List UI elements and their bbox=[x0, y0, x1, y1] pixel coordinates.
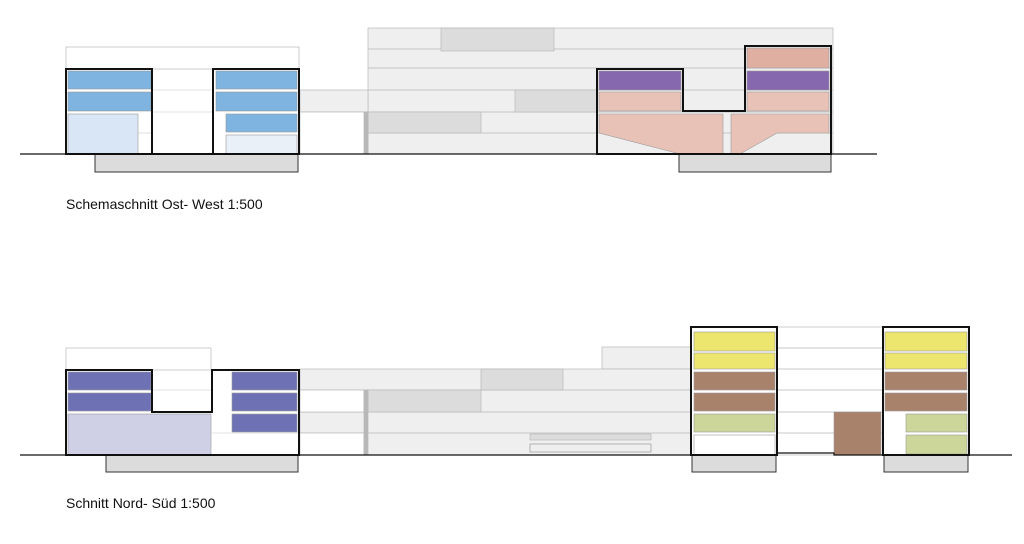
bridge-connector bbox=[299, 89, 369, 155]
tower-right-1-ns bbox=[690, 326, 778, 473]
tower-right-2-ns bbox=[882, 326, 970, 473]
ground-line-ns bbox=[20, 452, 1012, 456]
building-right-ew bbox=[596, 45, 832, 173]
building-left-ew bbox=[65, 46, 300, 173]
section-east-west bbox=[20, 27, 877, 173]
building-left-ns bbox=[65, 347, 300, 473]
caption-section-east-west: Schemaschnitt Ost- West 1:500 bbox=[66, 196, 263, 212]
central-mass-ns bbox=[299, 346, 692, 456]
caption-section-north-south: Schnitt Nord- Süd 1:500 bbox=[66, 495, 216, 511]
tower-connector-ns bbox=[776, 326, 884, 456]
section-north-south bbox=[20, 326, 1012, 473]
